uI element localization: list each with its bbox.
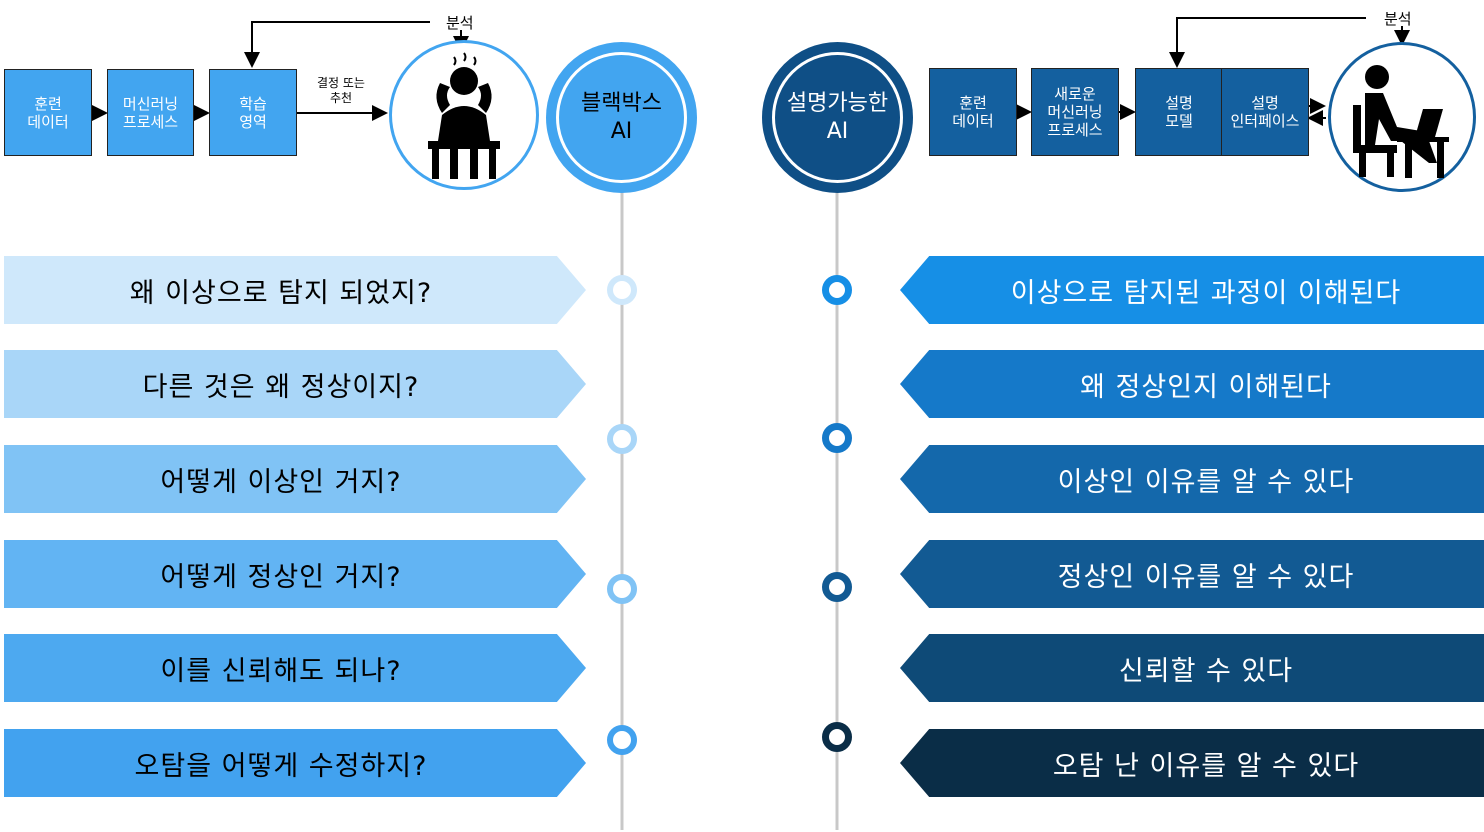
timeline-dot-right-2 [822,423,852,453]
left-hub-title: 블랙박스 AI [556,52,687,183]
decision-label: 결정 또는 추천 [317,76,365,105]
timeline-dot-left-3 [607,574,637,604]
timeline-dot-left-2 [607,424,637,454]
right-box-explanation-model: 설명 모델 [1135,68,1223,156]
answer-1: 이상으로 탐지된 과정이 이해된다 [900,256,1484,324]
right-hub-title: 설명가능한 AI [772,52,903,183]
question-6: 오탐을 어떻게 수정하지? [4,729,586,797]
stressed-person-circle [389,40,539,190]
stressed-person-icon [428,52,500,179]
question-1: 왜 이상으로 탐지 되었지? [4,256,586,324]
feedback-left [244,21,430,68]
answer-6: 오탐 난 이유를 알 수 있다 [900,729,1484,797]
answer-2: 왜 정상인지 이해된다 [900,350,1484,418]
right-box-training-data: 훈련 데이터 [929,68,1017,156]
right-box-new-ml-process: 새로운 머신러닝 프로세스 [1031,68,1119,156]
right-analysis-label: 분석 [1384,10,1412,28]
laptop-person-circle [1328,42,1476,192]
left-box-ml-process: 머신러닝 프로세스 [107,69,194,156]
left-analysis-label: 분석 [446,14,474,32]
left-box-learned-area: 학습 영역 [209,69,297,156]
question-3: 어떻게 이상인 거지? [4,445,586,513]
person-at-laptop-icon [1353,65,1449,178]
left-box-training-data: 훈련 데이터 [4,69,92,156]
right-box-explanation-interface: 설명 인터페이스 [1221,68,1309,156]
question-4: 어떻게 정상인 거지? [4,540,586,608]
timeline-dot-left-1 [607,275,637,305]
timeline-dot-right-3 [822,572,852,602]
answer-5: 신뢰할 수 있다 [900,634,1484,702]
answer-4: 정상인 이유를 알 수 있다 [900,540,1484,608]
question-2: 다른 것은 왜 정상이지? [4,350,586,418]
question-5: 이를 신뢰해도 되나? [4,634,586,702]
feedback-right [1169,17,1366,68]
timeline-dot-right-4 [822,722,852,752]
timeline-dot-left-4 [607,725,637,755]
timeline-dot-right-1 [822,275,852,305]
answer-3: 이상인 이유를 알 수 있다 [900,445,1484,513]
